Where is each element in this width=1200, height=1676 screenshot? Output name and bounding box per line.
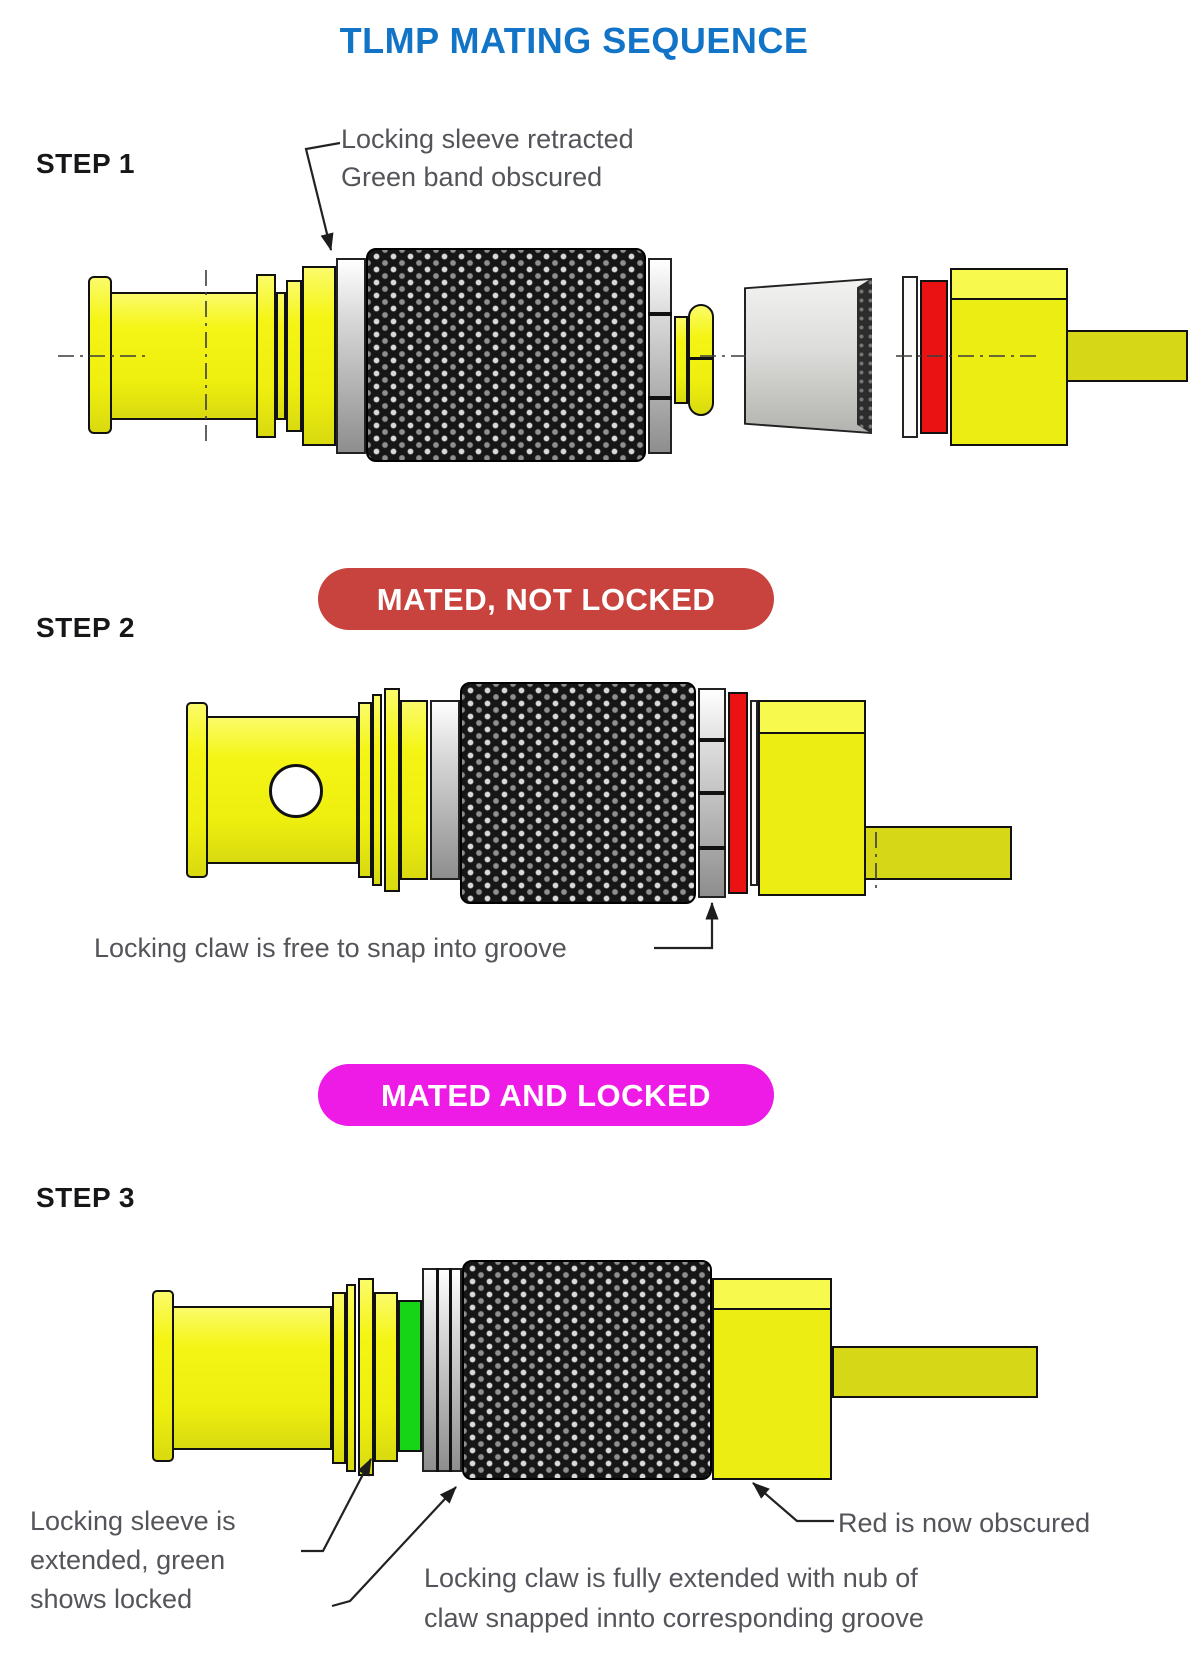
- step3-callout-sleeve: Locking sleeve is extended, green shows …: [30, 1502, 236, 1619]
- step1-locking-sleeve-ring: [336, 258, 366, 454]
- step1-claw-gap1: [648, 312, 672, 316]
- step1-plug-rib1: [256, 274, 276, 438]
- step2-label: STEP 2: [36, 612, 135, 643]
- step2-barrel-hole: [269, 764, 323, 818]
- diagram-title: TLMP MATING SEQUENCE: [339, 20, 809, 61]
- step3-knurled-sleeve: [462, 1260, 712, 1480]
- step3-callout-sleeve-line2: extended, green: [30, 1545, 226, 1575]
- step3-badge: MATED AND LOCKED: [318, 1064, 774, 1126]
- step1-plug-endcap: [88, 276, 112, 434]
- step2-red-band-visible: [728, 692, 748, 894]
- step3-callout-sleeve-line1: Locking sleeve is: [30, 1506, 236, 1536]
- step2-leader-arrow: [654, 901, 719, 950]
- step1-receptacle-topstrip: [952, 270, 1066, 300]
- step1-knurled-sleeve: [366, 248, 646, 462]
- step3-plug-flare: [374, 1292, 398, 1462]
- step3-callout-claw-line2: claw snapped innto corresponding groove: [424, 1603, 924, 1633]
- step1-contact-pin-base: [674, 316, 688, 404]
- step2-locking-sleeve-ring: [430, 700, 460, 880]
- step2-claw-gap3: [698, 846, 726, 850]
- step3-locking-sleeve-extended: [422, 1268, 462, 1472]
- step2-callout: Locking claw is free to snap into groove: [94, 933, 567, 963]
- step1-callout-line1: Locking sleeve retracted: [341, 124, 634, 154]
- step2-claw-gap2: [698, 791, 726, 795]
- step1-receptacle-cup-face: [746, 280, 870, 432]
- step3-callout-claw: Locking claw is fully extended with nub …: [424, 1558, 924, 1638]
- step1-callout-line2: Green band obscured: [341, 162, 603, 192]
- step2-receptacle-tail: [864, 826, 1012, 880]
- step3-sleeve-ribline1: [436, 1268, 439, 1472]
- step1-callout: Locking sleeve retracted Green band obsc…: [341, 120, 634, 196]
- step1-white-ring: [902, 276, 918, 438]
- step1-plug-rib2: [276, 292, 286, 420]
- step2-white-sliver: [750, 700, 758, 886]
- step1-claw-gap2: [648, 396, 672, 400]
- step2-claw-gap1: [698, 738, 726, 742]
- step1-red-band: [920, 280, 948, 434]
- step1-receptacle-tail: [1066, 330, 1188, 382]
- step2-plug-endcap: [186, 702, 208, 878]
- step1-plug-flare: [302, 266, 336, 446]
- step1-locking-claw-ring: [648, 258, 672, 454]
- step3-callout-claw-line1: Locking claw is fully extended with nub …: [424, 1563, 918, 1593]
- step1-receptacle-cup-edge: [857, 278, 872, 434]
- step2-receptacle-topstrip: [760, 702, 864, 734]
- step3-plug-barrel: [172, 1306, 332, 1450]
- step3-label: STEP 3: [36, 1182, 135, 1213]
- step1-pin-split: [690, 357, 712, 360]
- step3-plug-rib3: [358, 1278, 374, 1476]
- step2-receptacle-body: [758, 700, 866, 896]
- step1-leader-arrow: [304, 141, 341, 252]
- step3-receptacle-topstrip: [714, 1280, 830, 1310]
- step3-plug-endcap: [152, 1290, 174, 1462]
- step3-receptacle-tail: [832, 1346, 1038, 1398]
- step3-plug-rib1: [332, 1292, 346, 1464]
- step2-knurled-sleeve: [460, 682, 696, 904]
- step3-callout-red: Red is now obscured: [838, 1508, 1091, 1538]
- step2-plug-rib1: [358, 702, 372, 878]
- step1-plug-rib3: [286, 280, 302, 432]
- step3-callout-sleeve-line3: shows locked: [30, 1584, 193, 1614]
- step2-plug-rib3: [384, 688, 400, 892]
- step1-receptacle-cup: [744, 278, 872, 434]
- step3-receptacle-body: [712, 1278, 832, 1480]
- step1-contact-pin: [688, 304, 714, 416]
- step1-label: STEP 1: [36, 148, 135, 179]
- step3-red-leader-arrow: [752, 1482, 834, 1523]
- step1-plug-barrel: [110, 292, 258, 420]
- step2-plug-flare: [400, 700, 428, 880]
- step3-plug-rib2: [346, 1284, 356, 1472]
- step3-sleeve-ribline2: [449, 1268, 452, 1472]
- step2-plug-rib2: [372, 694, 382, 886]
- step3-green-band-visible: [398, 1300, 422, 1452]
- step1-receptacle-body: [950, 268, 1068, 446]
- step2-badge: MATED, NOT LOCKED: [318, 568, 774, 630]
